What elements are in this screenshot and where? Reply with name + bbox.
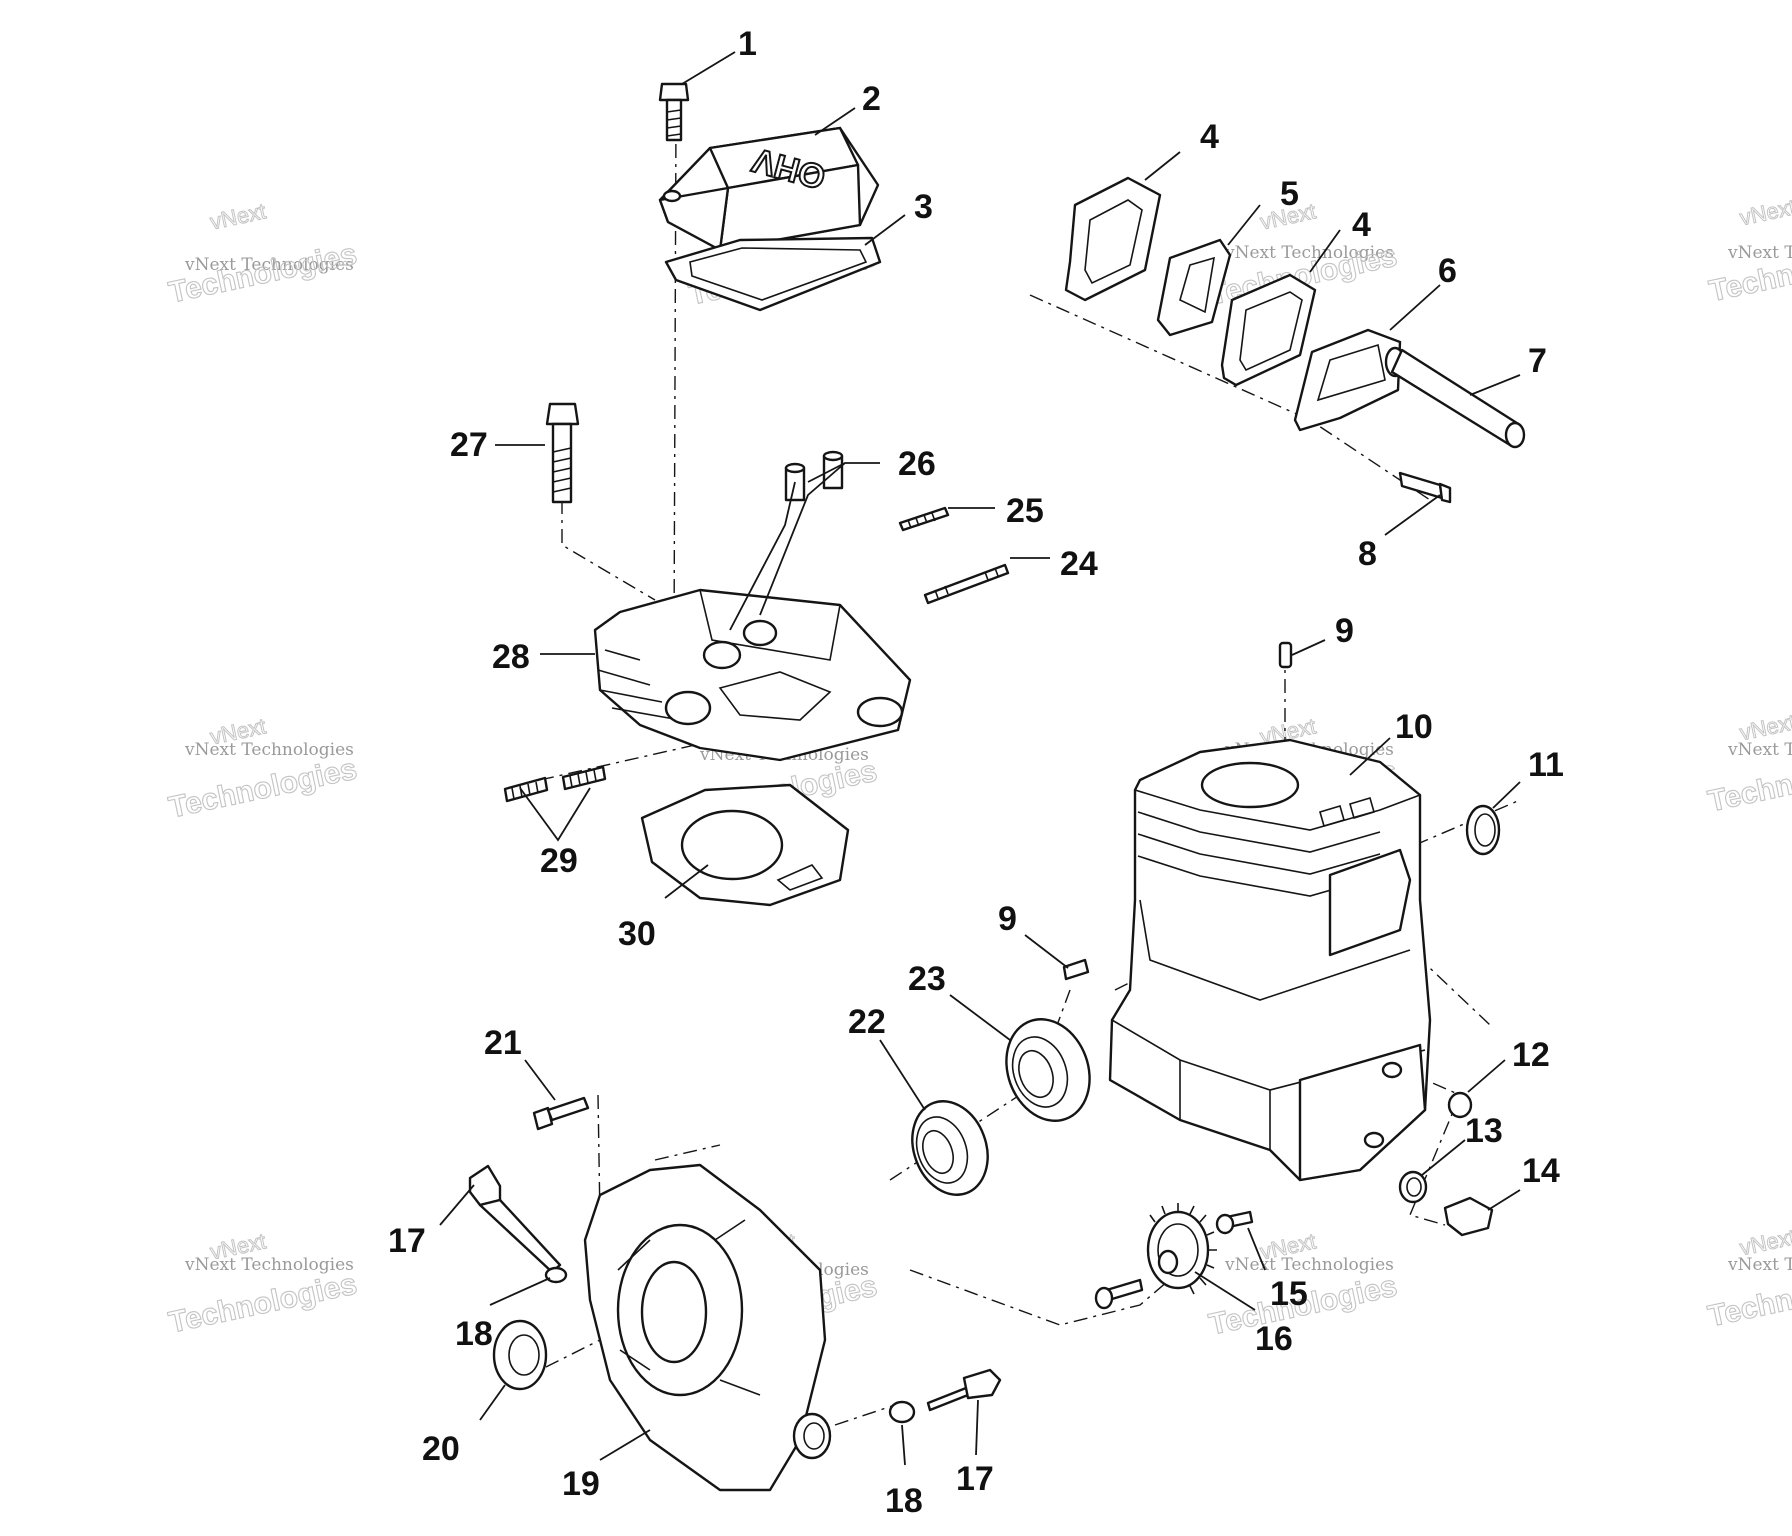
svg-text:vNext: vNext: [1737, 194, 1792, 230]
callout-5: 5: [1280, 175, 1299, 213]
svg-text:vNext Technologies: vNext Technologies: [1224, 1255, 1394, 1275]
part-29-springs: [503, 765, 607, 803]
part-20-seal: [492, 1319, 548, 1391]
svg-text:vNext Technologies: vNext Technologies: [184, 255, 354, 275]
part-24-stud: [923, 563, 1010, 605]
callout-19: 19: [562, 1465, 600, 1503]
part-3-gasket: [664, 236, 882, 312]
callout-12: 12: [1512, 1036, 1550, 1074]
part-30-head-gasket: [640, 783, 850, 907]
callout-18b: 18: [885, 1482, 923, 1520]
callout-13: 13: [1465, 1112, 1503, 1150]
part-17-dipstick-top: [468, 1164, 562, 1274]
callout-30: 30: [618, 915, 656, 953]
watermark: vNext vNext Technologies Technologies: [165, 198, 360, 310]
part-15-shaft: [1094, 1210, 1254, 1310]
part-1-bolt: [658, 82, 690, 142]
part-11-oil-seal: [1465, 804, 1501, 856]
svg-text:vNext Technologies: vNext Technologies: [184, 740, 354, 760]
svg-text:Technologies: Technologies: [166, 753, 360, 825]
svg-text:vNext Technologies: vNext Technologies: [1224, 243, 1394, 263]
callout-25: 25: [1006, 492, 1044, 530]
part-14-drain-bolt: [1443, 1196, 1494, 1237]
callout-18: 18: [455, 1315, 493, 1353]
part-25-stud: [898, 506, 950, 532]
callout-8: 8: [1358, 535, 1377, 573]
part-8-screw: [1398, 471, 1452, 504]
watermark: vNext vNext Technologies Technologies: [1705, 1224, 1792, 1334]
part-5-spacer: [1156, 238, 1232, 337]
callout-4: 4: [1200, 118, 1219, 156]
callout-15: 15: [1270, 1275, 1308, 1313]
callout-27: 27: [450, 426, 488, 464]
callout-17: 17: [388, 1222, 426, 1260]
callout-20: 20: [422, 1430, 460, 1468]
callout-26: 26: [898, 445, 936, 483]
part-27-head-bolt: [545, 402, 580, 504]
callout-22: 22: [848, 1003, 886, 1041]
callout-14: 14: [1522, 1152, 1560, 1190]
callout-29: 29: [540, 842, 578, 880]
svg-text:vNext: vNext: [208, 198, 268, 234]
watermark: vNext vNext Technologies Technologies: [165, 713, 360, 825]
part-2-valve-cover: OHV: [658, 126, 880, 252]
svg-text:Technologies: Technologies: [166, 238, 360, 310]
callout-21: 21: [484, 1024, 522, 1062]
part-23-bearing: [1005, 1018, 1091, 1122]
watermark: vNext vNext Technologies Technologies: [165, 1228, 360, 1340]
part-13-washer: [1398, 1170, 1428, 1204]
part-12-plug: [1447, 1091, 1473, 1119]
svg-text:vNext Technologies: vNext Technologies: [1727, 740, 1792, 760]
part-22-bearing: [911, 1100, 989, 1196]
callout-labels: 1 2 3 4 5 4 6 7 8 27 26 25 24 28 29 30 9…: [388, 25, 1564, 1520]
part-9-dowel-top: [1278, 641, 1293, 669]
watermark: vNext vNext Technologies Technologies: [1706, 194, 1792, 309]
part-28-cylinder-head: [593, 588, 912, 762]
svg-text:vNext Technologies: vNext Technologies: [184, 1255, 354, 1275]
svg-text:Technologies: Technologies: [166, 1268, 360, 1340]
callout-3: 3: [914, 188, 933, 226]
callout-17b: 17: [956, 1460, 994, 1498]
callout-9b: 9: [998, 900, 1017, 938]
part-10-crankcase: [1108, 738, 1432, 1182]
part-9-dowel-left: [1062, 958, 1090, 981]
callout-16: 16: [1255, 1320, 1293, 1358]
watermark: vNext vNext Technologies Technologies: [1705, 709, 1792, 819]
part-4-gasket-b: [1220, 273, 1317, 387]
part-7-tube: [1390, 348, 1526, 449]
callout-11: 11: [1528, 746, 1564, 784]
part-16-governor-gear: [1146, 1203, 1217, 1295]
callout-4b: 4: [1352, 206, 1371, 244]
callout-9: 9: [1335, 612, 1354, 650]
callout-2: 2: [862, 80, 881, 118]
callout-23: 23: [908, 960, 946, 998]
part-6-muffler: [1293, 328, 1406, 432]
part-21-bolt: [532, 1096, 590, 1131]
part-18-oring-top: [544, 1266, 568, 1284]
svg-text:vNext Technologies: vNext Technologies: [1727, 243, 1792, 263]
part-18-oring-bottom: [888, 1400, 916, 1424]
part-19-crankcase-cover: [583, 1163, 832, 1492]
part-4-gasket-a: [1064, 176, 1162, 302]
callout-24: 24: [1060, 545, 1098, 583]
callout-28: 28: [492, 638, 530, 676]
callout-7: 7: [1528, 342, 1547, 380]
part-17-dipstick-bottom: [926, 1368, 1002, 1412]
callout-1: 1: [738, 25, 757, 63]
callout-6: 6: [1438, 252, 1457, 290]
callout-10: 10: [1395, 708, 1433, 746]
part-26-sleeves: [784, 450, 844, 502]
svg-text:vNext Technologies: vNext Technologies: [1727, 1255, 1792, 1275]
leader-lines: [439, 51, 1521, 1466]
